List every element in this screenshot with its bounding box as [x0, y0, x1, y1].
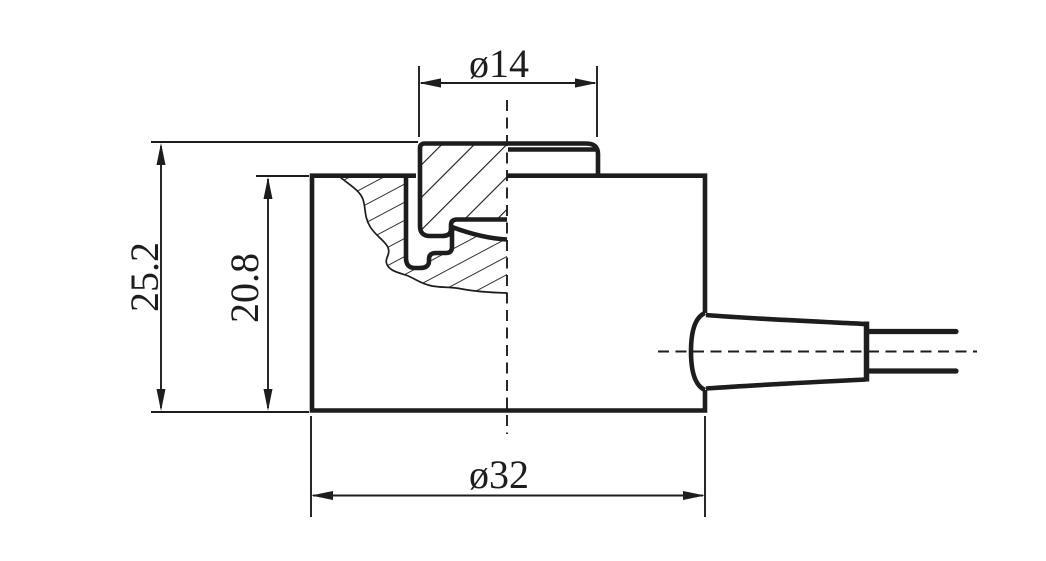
body-outline: [309, 173, 708, 413]
cable-wires: [866, 328, 959, 374]
arrowhead-up: [156, 143, 166, 165]
strain-relief-taper-top: [705, 312, 867, 327]
arrowhead-down: [263, 389, 273, 411]
arrowhead-right: [575, 78, 597, 88]
arrowhead-left: [311, 491, 333, 500]
strain-relief-taper-bottom: [705, 377, 867, 391]
arrowhead-right: [683, 491, 705, 500]
breakout-wavy-line: [339, 176, 508, 294]
strain-relief-nose: [688, 310, 707, 393]
dim-label-cap-diameter: ø14: [469, 41, 529, 86]
arrowhead-down: [156, 389, 166, 411]
arrowhead-left: [419, 78, 441, 88]
dim-label-body-height: 20.8: [222, 253, 267, 323]
arrowhead-up: [263, 177, 273, 199]
dim-label-overall-height: 25.2: [122, 242, 167, 312]
cap-section-outline: [417, 141, 601, 239]
body-breakout-hatch: [340, 177, 507, 293]
body-groove-profile: [403, 178, 508, 271]
dimension-arrowheads: [156, 78, 705, 500]
dim-label-body-diameter: ø32: [469, 452, 529, 497]
cap-section-hatch: [420, 145, 507, 236]
